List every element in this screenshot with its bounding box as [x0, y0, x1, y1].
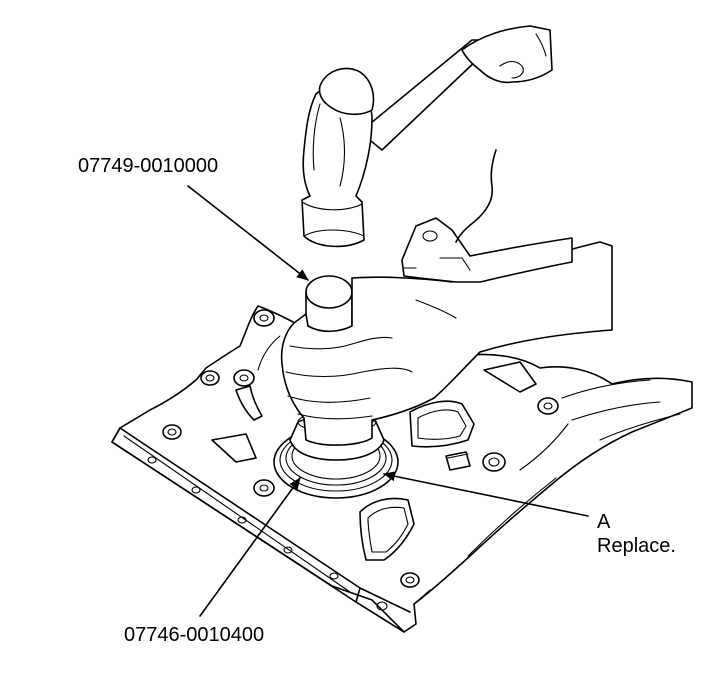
housing-pockets — [211, 361, 537, 561]
label-part-a-note: Replace. — [597, 535, 676, 557]
label-driver-handle: 07749-0010000 — [78, 155, 218, 177]
oil-pump-housing — [111, 305, 693, 633]
label-part-a: A — [597, 511, 611, 533]
hand-on-hammer — [461, 25, 553, 84]
driver-handle — [305, 275, 353, 333]
leader-seal-driver — [199, 477, 301, 617]
leader-driver-handle — [187, 185, 309, 281]
leader-part-a — [383, 471, 589, 517]
housing-ribs — [257, 335, 681, 605]
label-seal-driver: 07746-0010400 — [124, 624, 264, 646]
hammer — [301, 39, 499, 248]
mounting-bosses — [162, 309, 559, 588]
flange-bolt-holes — [147, 456, 388, 611]
cable — [455, 149, 497, 243]
engine-bracket — [401, 217, 573, 283]
